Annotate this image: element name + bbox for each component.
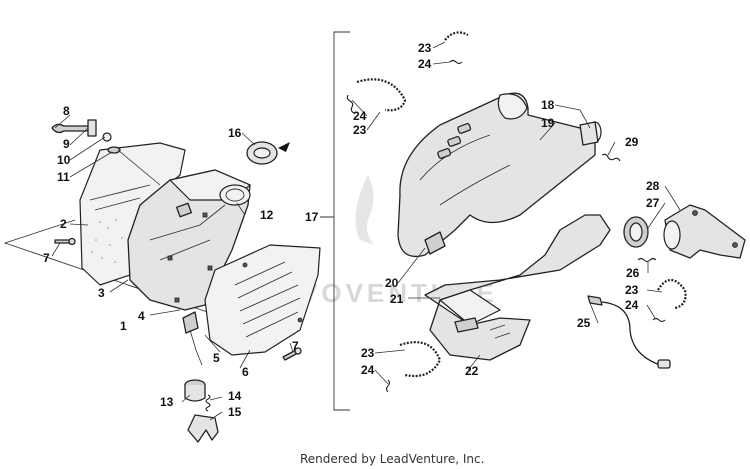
clamp-lower-left[interactable] bbox=[399, 341, 442, 378]
callout-23-top: 23 bbox=[418, 41, 432, 55]
screw-left[interactable] bbox=[54, 237, 76, 246]
callout-23-right: 23 bbox=[625, 283, 639, 297]
callout-27: 27 bbox=[646, 196, 660, 210]
spring-upper-left[interactable] bbox=[346, 94, 355, 114]
spring-lower-left[interactable] bbox=[385, 379, 391, 393]
screw-right[interactable] bbox=[282, 347, 302, 361]
spring-right[interactable] bbox=[652, 317, 666, 323]
lower-chamber[interactable] bbox=[424, 214, 611, 361]
warning-label[interactable] bbox=[424, 231, 446, 255]
flange-spring[interactable] bbox=[637, 257, 657, 263]
callout-2: 2 bbox=[60, 217, 67, 231]
callout-20: 20 bbox=[385, 276, 399, 290]
callout-5: 5 bbox=[213, 351, 220, 365]
callout-24-top: 24 bbox=[418, 57, 432, 71]
callout-1: 1 bbox=[120, 319, 127, 333]
callout-12: 12 bbox=[260, 208, 274, 222]
callout-29: 29 bbox=[625, 135, 639, 149]
bolt-stack[interactable] bbox=[51, 119, 161, 186]
callout-24-lower-left: 24 bbox=[361, 363, 375, 377]
leader-lines-left bbox=[51, 114, 294, 421]
assembly-17-bracket bbox=[320, 31, 350, 411]
egt-sensor[interactable] bbox=[587, 295, 671, 369]
clamp-right[interactable] bbox=[657, 278, 687, 310]
callout-22: 22 bbox=[465, 364, 479, 378]
callout-8: 8 bbox=[63, 104, 70, 118]
footer-credit: Rendered by LeadVenture, Inc. bbox=[300, 452, 484, 466]
callout-10: 10 bbox=[57, 153, 71, 167]
pipe-tip[interactable] bbox=[579, 121, 602, 146]
callout-18: 18 bbox=[541, 98, 555, 112]
spring-top[interactable] bbox=[449, 59, 463, 65]
callout-11: 11 bbox=[57, 170, 70, 184]
callout-19: 19 bbox=[541, 116, 555, 130]
clamp-top[interactable] bbox=[444, 31, 469, 41]
muffler-lower-bracket[interactable] bbox=[182, 311, 203, 366]
callout-9: 9 bbox=[63, 137, 70, 151]
callout-28: 28 bbox=[646, 179, 660, 193]
callout-16: 16 bbox=[228, 126, 242, 140]
callout-24-upper-left: 24 bbox=[353, 109, 367, 123]
callout-21: 21 bbox=[390, 292, 404, 306]
exhaust-manifold[interactable] bbox=[663, 204, 746, 259]
gasket-ring[interactable] bbox=[246, 141, 290, 165]
pipe-spring[interactable] bbox=[601, 153, 621, 162]
mount-spring[interactable] bbox=[205, 394, 211, 412]
callout-17: 17 bbox=[305, 210, 319, 224]
callout-23-upper-left: 23 bbox=[353, 123, 367, 137]
heat-shield-front[interactable] bbox=[204, 244, 321, 356]
callout-15: 15 bbox=[228, 405, 242, 419]
callout-23-lower-left: 23 bbox=[361, 346, 375, 360]
callout-4: 4 bbox=[138, 309, 145, 323]
muffler-outlet[interactable] bbox=[219, 184, 251, 206]
callout-3: 3 bbox=[98, 286, 105, 300]
leader-lines-right bbox=[351, 41, 681, 385]
callout-7-right: 7 bbox=[292, 339, 299, 353]
callout-24-right: 24 bbox=[625, 298, 639, 312]
callout-6: 6 bbox=[242, 365, 249, 379]
exhaust-gasket[interactable] bbox=[623, 216, 649, 248]
callout-14: 14 bbox=[228, 389, 242, 403]
mount-bracket[interactable] bbox=[187, 414, 219, 443]
callout-numbers: 1 2 3 4 5 6 7 7 8 9 10 11 12 13 14 15 16… bbox=[43, 41, 660, 419]
clamp-upper-left[interactable] bbox=[356, 78, 407, 112]
callout-13: 13 bbox=[160, 395, 174, 409]
grommet[interactable] bbox=[184, 379, 206, 402]
callout-26: 26 bbox=[626, 266, 640, 280]
callout-7-left: 7 bbox=[43, 251, 50, 265]
callout-25: 25 bbox=[577, 316, 591, 330]
